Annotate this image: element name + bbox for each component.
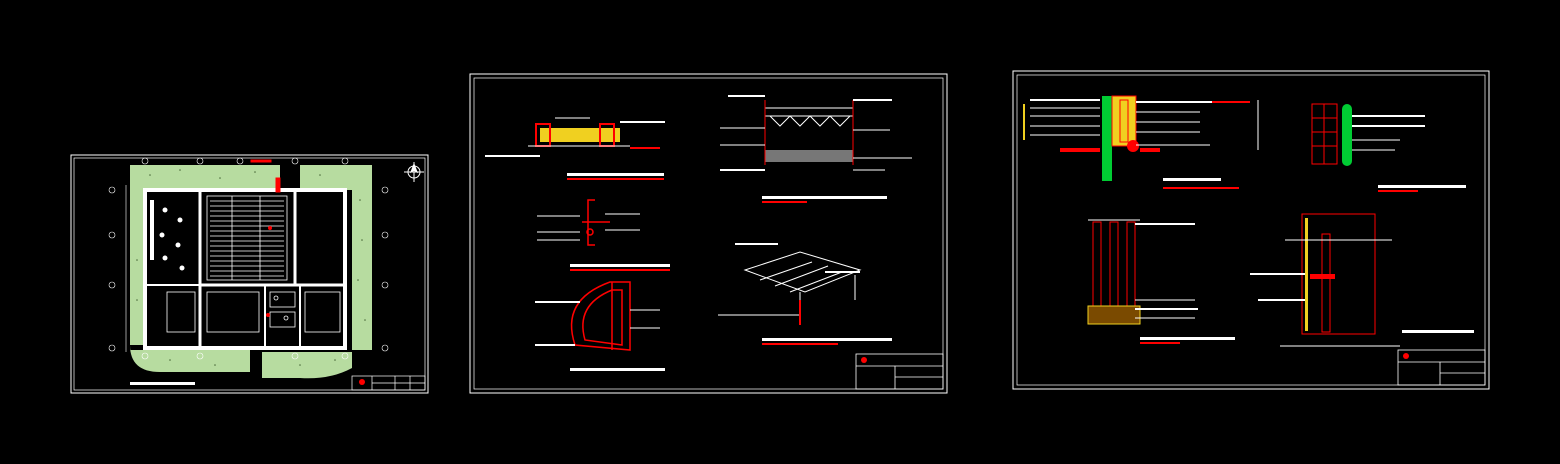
wall-insulation-section bbox=[1023, 95, 1259, 189]
title-block-logo-icon bbox=[1403, 353, 1409, 359]
door-elevation bbox=[1250, 213, 1474, 347]
section-markers bbox=[250, 159, 281, 317]
window-frame-detail bbox=[535, 281, 665, 371]
lobby-furniture bbox=[150, 200, 185, 271]
details-border bbox=[469, 73, 948, 394]
brick-insulation-detail bbox=[1311, 103, 1466, 192]
wall-column-elevation bbox=[1087, 219, 1235, 344]
toilet-rooms bbox=[166, 291, 341, 333]
title-block-logo-icon bbox=[359, 379, 365, 385]
landscape-texture bbox=[136, 169, 366, 366]
channel-section-detail bbox=[537, 199, 670, 271]
seating-rows bbox=[206, 195, 288, 281]
floor-plan-title bbox=[130, 382, 195, 385]
landscape-area bbox=[130, 165, 372, 379]
grid-axes bbox=[108, 157, 389, 360]
floor-plan-border bbox=[70, 154, 429, 394]
floor-section-detail bbox=[720, 95, 912, 203]
beam-section-detail bbox=[485, 117, 665, 180]
building-walls bbox=[143, 188, 347, 350]
north-arrow-icon bbox=[404, 162, 424, 182]
wall-details-title-block bbox=[1397, 349, 1486, 386]
steel-deck-detail bbox=[718, 243, 892, 345]
wall-details-border bbox=[1012, 70, 1490, 390]
details-title-block bbox=[855, 353, 944, 390]
floor-plan-title-block bbox=[351, 375, 426, 391]
title-block-logo-icon bbox=[861, 357, 867, 363]
